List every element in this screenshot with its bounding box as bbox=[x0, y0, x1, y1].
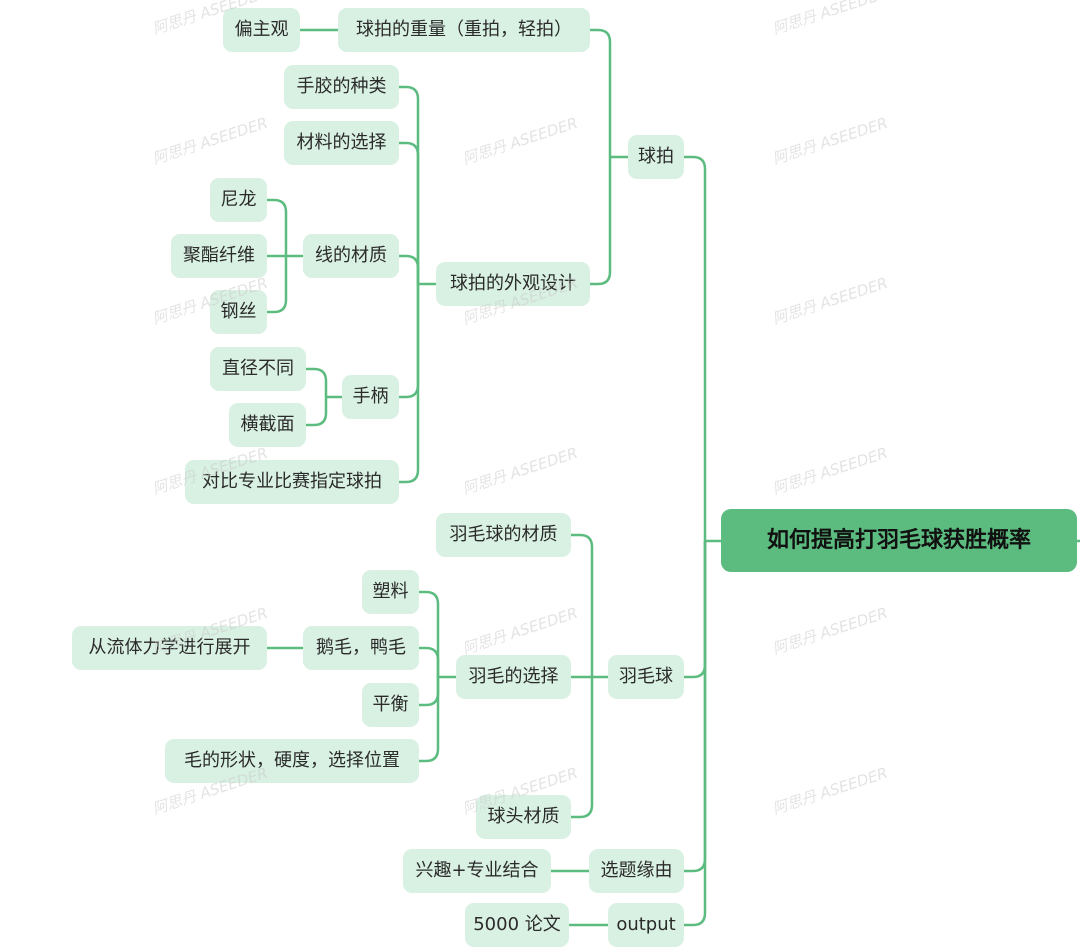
connector-line bbox=[399, 284, 420, 484]
connector-line bbox=[571, 677, 594, 819]
connector-line bbox=[306, 367, 328, 397]
feather-shape-node[interactable]: 毛的形状，硬度，选择位置 bbox=[165, 739, 419, 783]
nylon-node[interactable]: 尼龙 bbox=[210, 178, 267, 222]
plastic-node[interactable]: 塑料 bbox=[362, 570, 419, 614]
balance-node[interactable]: 平衡 bbox=[362, 683, 419, 727]
branch-shuttlecock[interactable]: 羽毛球 bbox=[608, 655, 684, 699]
watermark: 阿思丹 ASEEDER bbox=[770, 603, 890, 659]
watermark: 阿思丹 ASEEDER bbox=[150, 763, 270, 819]
connector-line bbox=[419, 590, 440, 677]
connector-line bbox=[590, 28, 612, 157]
connector-line bbox=[684, 541, 707, 927]
grip-tape-node[interactable]: 手胶的种类 bbox=[284, 65, 399, 109]
cross-section-node[interactable]: 横截面 bbox=[229, 403, 306, 447]
connector-line bbox=[399, 284, 420, 399]
connector-line bbox=[399, 141, 420, 284]
connector-line bbox=[684, 541, 707, 679]
watermark: 阿思丹 ASEEDER bbox=[460, 603, 580, 659]
watermark: 阿思丹 ASEEDER bbox=[150, 113, 270, 169]
watermark: 阿思丹 ASEEDER bbox=[460, 443, 580, 499]
shuttle-material-node[interactable]: 羽毛球的材质 bbox=[436, 513, 571, 557]
subjective-node[interactable]: 偏主观 bbox=[223, 8, 300, 52]
handle-node[interactable]: 手柄 bbox=[342, 375, 399, 419]
diameter-node[interactable]: 直径不同 bbox=[210, 347, 306, 391]
connector-line bbox=[571, 533, 594, 677]
fluid-mechanics-node[interactable]: 从流体力学进行展开 bbox=[72, 626, 267, 670]
watermark: 阿思丹 ASEEDER bbox=[770, 763, 890, 819]
goose-duck-node[interactable]: 鹅毛，鸭毛 bbox=[303, 626, 419, 670]
connector-line bbox=[684, 541, 707, 873]
connector-line bbox=[419, 677, 440, 707]
connector-line bbox=[399, 254, 420, 284]
watermark: 阿思丹 ASEEDER bbox=[770, 443, 890, 499]
connector-line bbox=[267, 256, 288, 314]
connector-line bbox=[399, 85, 420, 284]
watermark: 阿思丹 ASEEDER bbox=[460, 113, 580, 169]
watermark: 阿思丹 ASEEDER bbox=[770, 113, 890, 169]
interest-major-node[interactable]: 兴趣+专业结合 bbox=[403, 849, 551, 893]
racket-design-node[interactable]: 球拍的外观设计 bbox=[436, 262, 590, 306]
root-node[interactable]: 如何提高打羽毛球获胜概率 bbox=[721, 509, 1077, 572]
branch-topic-reason[interactable]: 选题缘由 bbox=[589, 849, 684, 893]
thesis-node[interactable]: 5000 论文 bbox=[465, 903, 569, 947]
pro-racket-node[interactable]: 对比专业比赛指定球拍 bbox=[185, 460, 399, 504]
steel-wire-node[interactable]: 钢丝 bbox=[210, 290, 267, 334]
connector-line bbox=[306, 397, 328, 427]
connector-line bbox=[590, 157, 612, 286]
cork-material-node[interactable]: 球头材质 bbox=[476, 795, 571, 839]
connector-line bbox=[684, 155, 707, 541]
connector-line bbox=[267, 198, 288, 256]
feather-choice-node[interactable]: 羽毛的选择 bbox=[456, 655, 571, 699]
connector-line bbox=[419, 646, 440, 677]
racket-weight-node[interactable]: 球拍的重量（重拍，轻拍） bbox=[338, 8, 590, 52]
watermark: 阿思丹 ASEEDER bbox=[770, 273, 890, 329]
branch-racket[interactable]: 球拍 bbox=[628, 135, 684, 179]
string-material-node[interactable]: 线的材质 bbox=[303, 234, 399, 278]
connector-line bbox=[419, 677, 440, 763]
polyester-node[interactable]: 聚酯纤维 bbox=[171, 234, 267, 278]
material-choice-node[interactable]: 材料的选择 bbox=[284, 121, 399, 165]
watermark: 阿思丹 ASEEDER bbox=[770, 0, 890, 39]
branch-output[interactable]: output bbox=[608, 903, 684, 947]
